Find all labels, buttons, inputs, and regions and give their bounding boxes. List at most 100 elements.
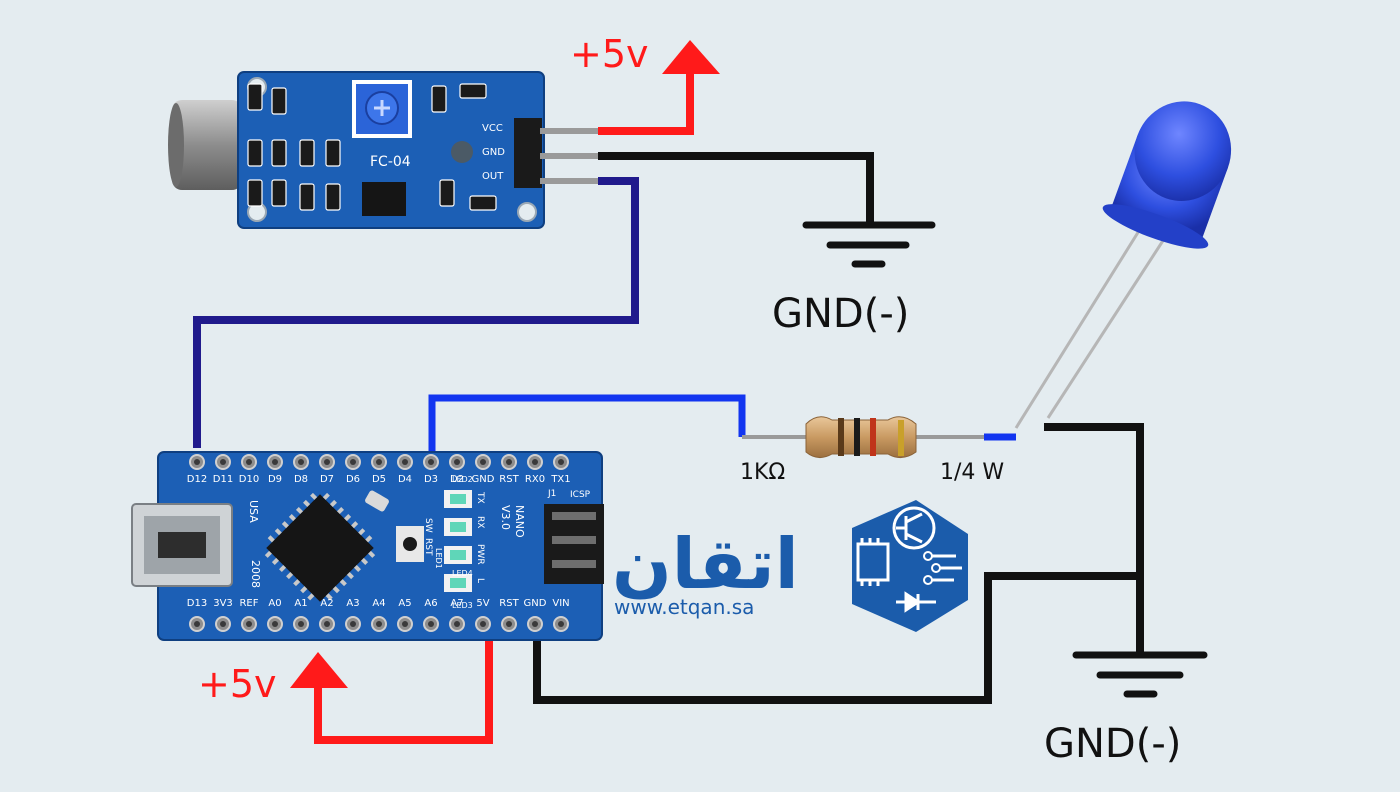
- brand-url: www.etqan.sa: [614, 595, 754, 619]
- gnd-bottom-label: GND(-): [1044, 721, 1181, 767]
- transistor-logo-icon: [852, 500, 968, 632]
- header-pin-hole: [194, 621, 200, 627]
- arduino-rst-label: RST: [423, 538, 433, 556]
- header-pin-hole: [220, 459, 226, 465]
- header-pin-hole: [350, 621, 356, 627]
- header-pin-hole: [220, 621, 226, 627]
- led-wire-d3: [428, 394, 746, 458]
- vcc-wire-sensor: [598, 40, 720, 135]
- vcc-top-label: +5v: [570, 32, 649, 76]
- gnd-wire-arduino: [533, 572, 1140, 704]
- brand-name: اتقان: [612, 523, 799, 605]
- header-pin-hole: [506, 459, 512, 465]
- potentiometer-icon: [352, 80, 412, 138]
- pin-label: D11: [213, 474, 233, 485]
- header-pin-hole: [298, 459, 304, 465]
- ground-symbol-icon: [802, 221, 936, 268]
- arduino-model-line1: NANO: [513, 505, 526, 538]
- pin-label: RST: [499, 598, 519, 609]
- header-pin-hole: [350, 459, 356, 465]
- header-pin-hole: [402, 459, 408, 465]
- pin-label: A1: [294, 598, 307, 609]
- header-pin-hole: [272, 459, 278, 465]
- header-pin-hole: [194, 459, 200, 465]
- pin-label: 3V3: [213, 598, 233, 609]
- pin-label: A5: [398, 598, 411, 609]
- vcc-bottom-label: +5v: [198, 662, 277, 706]
- header-pin-hole: [298, 621, 304, 627]
- onboard-leds: [444, 490, 472, 592]
- header-pin-hole: [558, 459, 564, 465]
- gnd-top-label: GND(-): [772, 291, 909, 337]
- pin-label: A2: [320, 598, 333, 609]
- pin-label: A3: [346, 598, 359, 609]
- pin-label: D6: [346, 474, 360, 485]
- gnd-wire-sensor: [598, 152, 874, 222]
- sensor-model-label: FC-04: [370, 154, 411, 170]
- led-icon: [1014, 101, 1232, 429]
- vcc-wire-arduino: [290, 638, 493, 744]
- header-pin-hole: [532, 621, 538, 627]
- ground-symbol-icon: [1072, 651, 1208, 698]
- resistor-power-label: 1/4 W: [940, 460, 1004, 485]
- arduino-led-name-4: LED4: [452, 569, 473, 578]
- header-pin-hole: [558, 621, 564, 627]
- header-pin-hole: [480, 621, 486, 627]
- pin-label: A7: [450, 598, 463, 609]
- arduino-led-label-l: L: [475, 578, 485, 583]
- microphone-icon: [168, 100, 242, 190]
- header-pin-hole: [246, 459, 252, 465]
- header-pin-hole: [324, 459, 330, 465]
- gnd-wire-led: [1044, 423, 1144, 652]
- arduino-sw-label: SW: [423, 518, 433, 533]
- pin-label: GND: [472, 474, 495, 485]
- pin-label: A6: [424, 598, 437, 609]
- header-pin-hole: [454, 459, 460, 465]
- pin-label: 5V: [476, 598, 489, 609]
- pin-label: D13: [187, 598, 207, 609]
- header-pin-hole: [480, 459, 486, 465]
- pin-label: D10: [239, 474, 259, 485]
- sound-sensor-module: FC-04 VCC GND OUT: [168, 71, 600, 229]
- pin-label: REF: [239, 598, 258, 609]
- header-pin-hole: [506, 621, 512, 627]
- sensor-header-pins: [514, 118, 600, 188]
- pin-label: D2: [450, 474, 464, 485]
- icsp-header: [544, 504, 604, 584]
- arduino-year-label: 2008: [249, 560, 262, 588]
- sensor-pin-vcc-label: VCC: [482, 123, 503, 134]
- arduino-led-label-rx: RX: [475, 516, 485, 528]
- header-pin-hole: [324, 621, 330, 627]
- pin-label: GND: [524, 598, 547, 609]
- pin-label: A4: [372, 598, 385, 609]
- pin-label: D9: [268, 474, 282, 485]
- header-pin-hole: [532, 459, 538, 465]
- sensor-pin-gnd-label: GND: [482, 147, 505, 158]
- arduino-led-name-1: LED2: [452, 475, 473, 484]
- header-pin-hole: [402, 621, 408, 627]
- arduino-led-label-tx: TX: [475, 491, 485, 504]
- arduino-led-name-2: LED1: [434, 548, 443, 569]
- resistor-value-label: 1KΩ: [740, 460, 785, 485]
- header-pin-hole: [454, 621, 460, 627]
- arduino-icsp-label: ICSP: [570, 490, 591, 500]
- pin-label: D5: [372, 474, 386, 485]
- brand-logo: اتقان www.etqan.sa: [612, 500, 968, 632]
- pin-label: D3: [424, 474, 438, 485]
- reset-switch: [396, 526, 424, 562]
- pin-label: D7: [320, 474, 334, 485]
- arrow-up-icon: [290, 652, 348, 688]
- resistor-icon: [742, 416, 1016, 458]
- pin-label: D12: [187, 474, 207, 485]
- pin-label: VIN: [552, 598, 569, 609]
- pin-label: RX0: [525, 474, 545, 485]
- pin-label: TX1: [550, 474, 570, 485]
- arduino-j1-label: J1: [547, 489, 556, 499]
- atmega-chip: [264, 492, 376, 602]
- arduino-usa-label: USA: [247, 500, 260, 523]
- arduino-model-line2: V3.0: [499, 505, 512, 530]
